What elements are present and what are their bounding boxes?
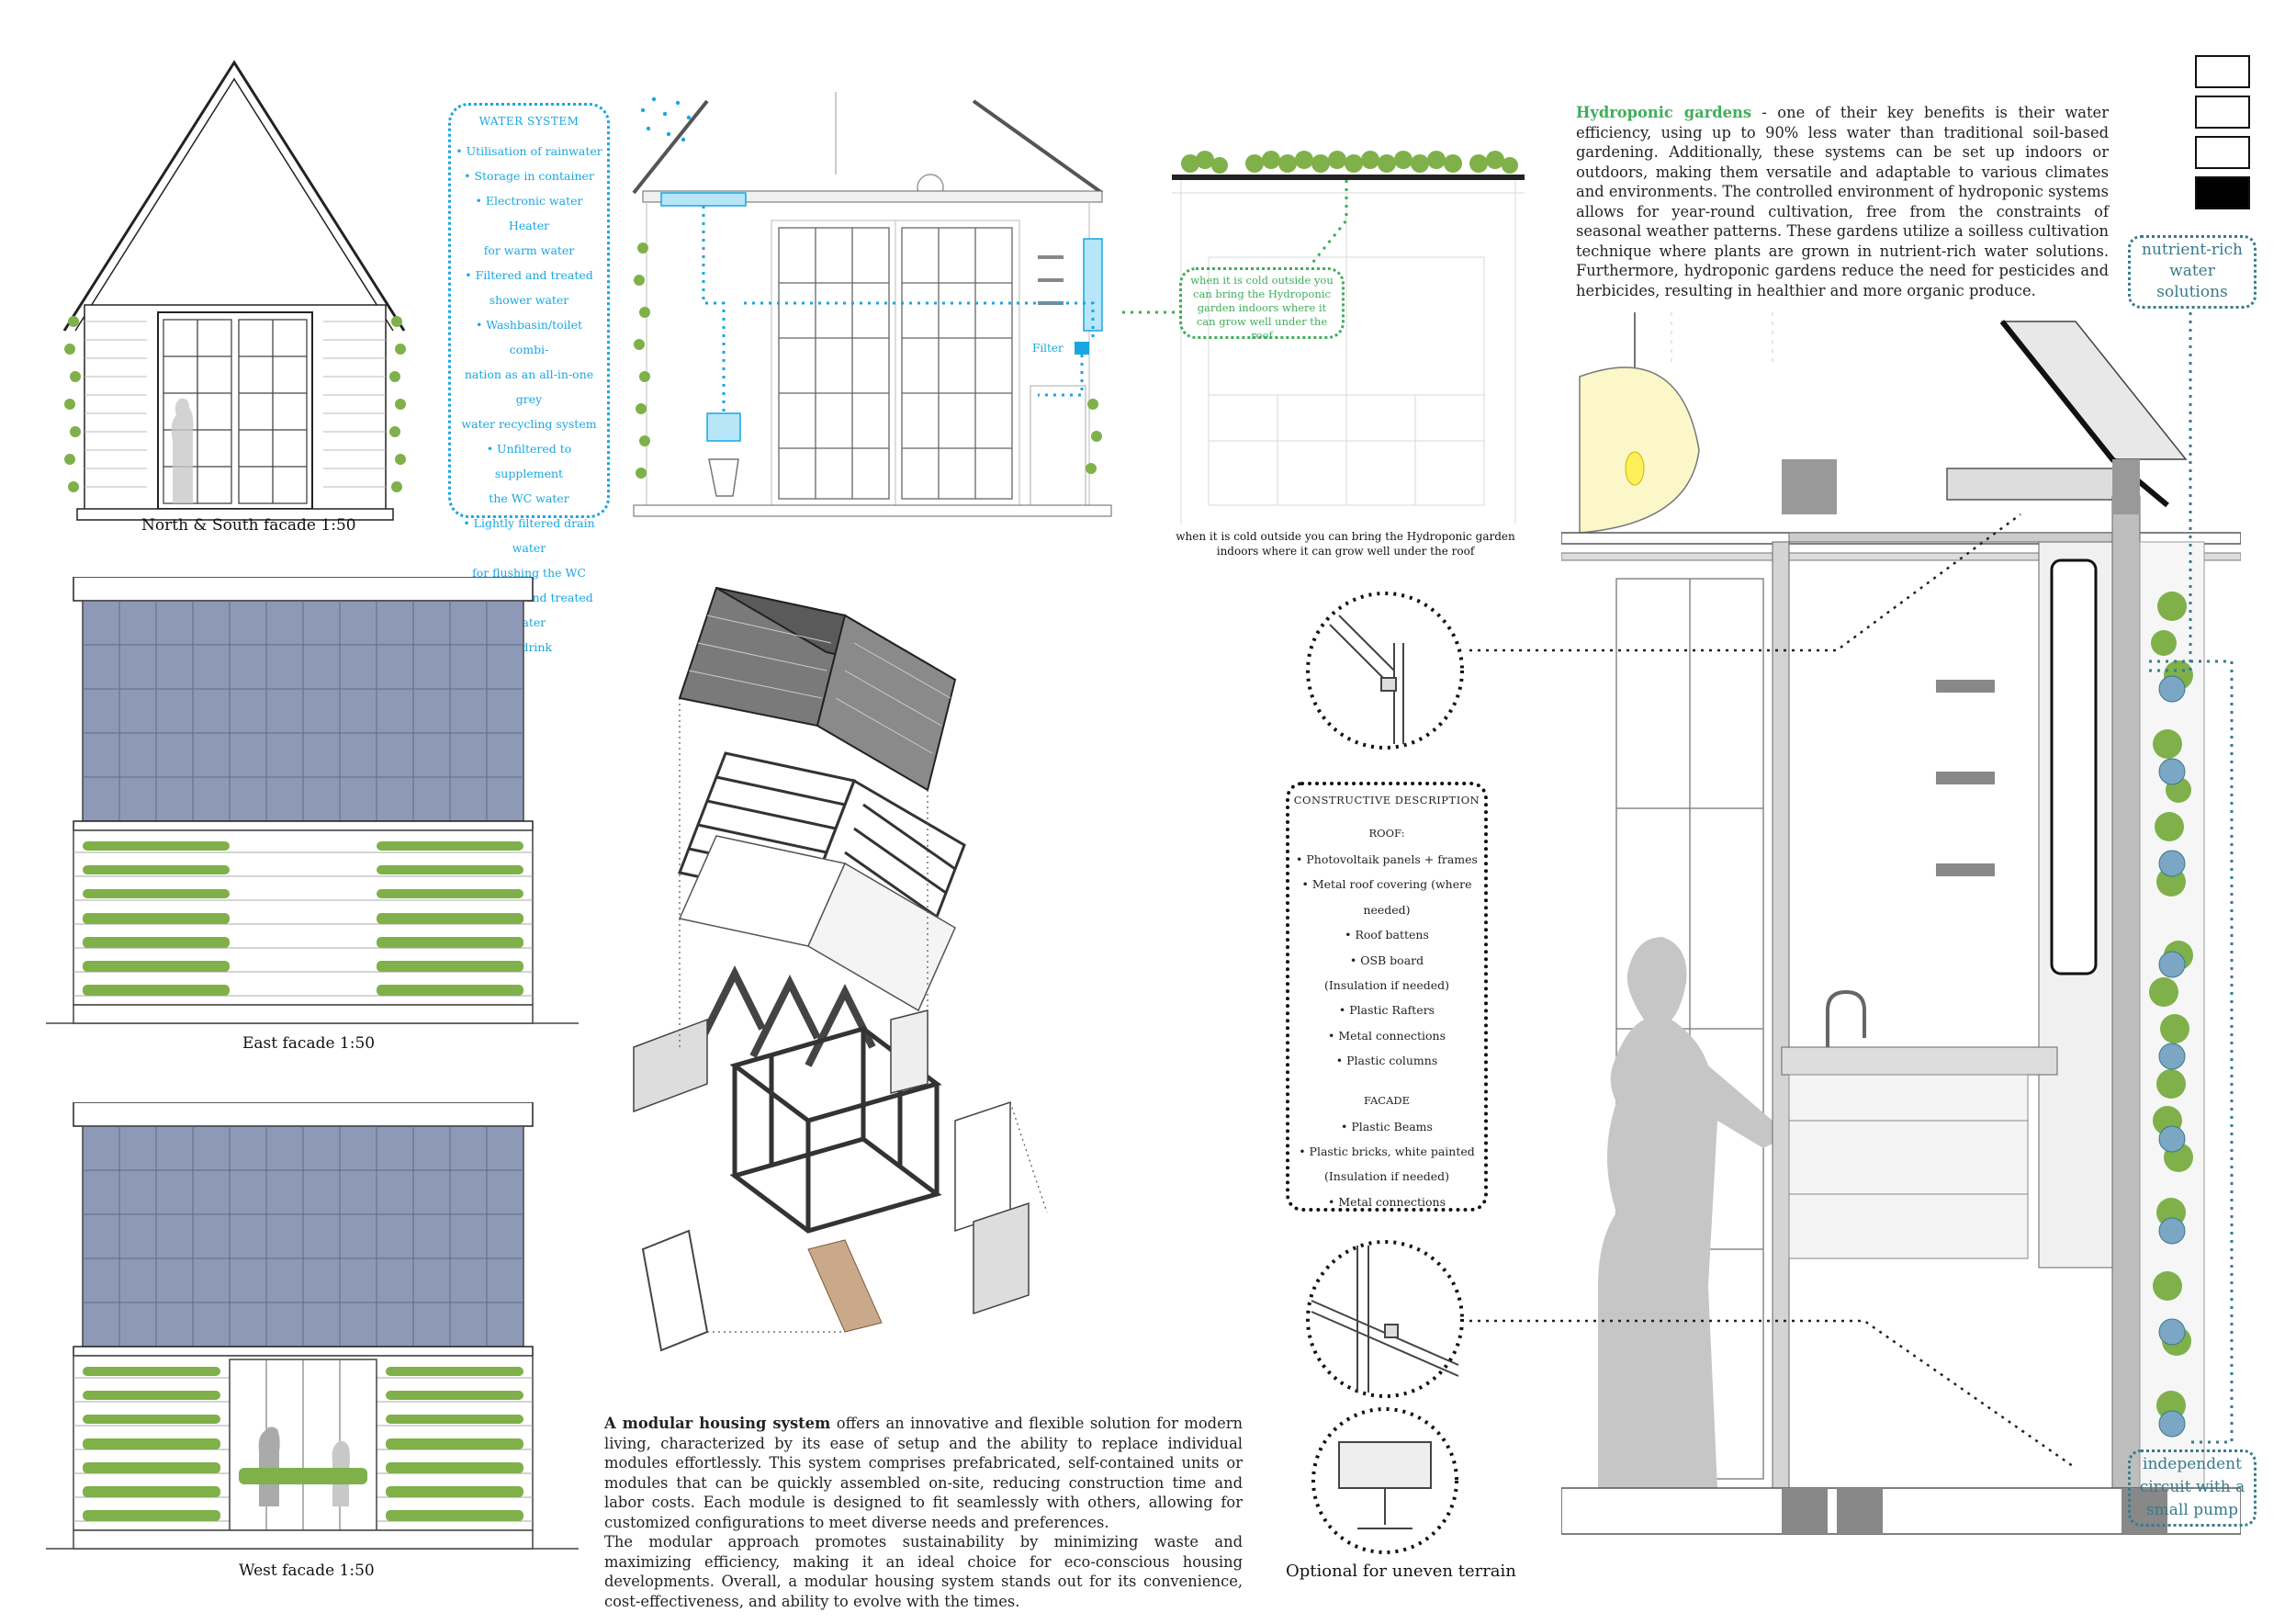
- circuit-tag-line-2: circuit with a: [2139, 1478, 2245, 1496]
- legend-square-4: [2195, 176, 2250, 209]
- independent-circuit-tag: independent circuit with a small pump: [2128, 1449, 2257, 1527]
- facade-item-1: • Plastic bricks, white painted: [1299, 1145, 1475, 1159]
- hydroponic-indoor-caption: when it is cold outside you can bring th…: [1176, 530, 1515, 558]
- facade-list: • Plastic Beams • Plastic bricks, white p…: [1289, 1114, 1484, 1215]
- tag-connector-lines: [2149, 312, 2234, 1444]
- north-south-facade-caption: North & South facade 1:50: [141, 516, 356, 535]
- interior-section-drawing: [632, 92, 1112, 517]
- roof-garden-section-drawing: [1172, 151, 1525, 524]
- nutrient-water-tag: nutrient-rich water solutions: [2128, 235, 2257, 309]
- exploded-axonometric-drawing: [633, 586, 1048, 1352]
- roof-list: • Photovoltaik panels + frames • Metal ro…: [1289, 847, 1484, 1074]
- north-south-facade-drawing: [62, 60, 406, 521]
- roof-item-1: • Metal roof covering (where needed): [1301, 877, 1472, 917]
- water-system-item-6: • Washbasin/toilet combi-: [475, 318, 583, 356]
- water-system-item-8: water recycling system: [461, 417, 597, 431]
- legend-square-3: [2195, 136, 2250, 169]
- legend-square-1: [2195, 55, 2250, 88]
- detail-connector-lines: [1469, 513, 2076, 1470]
- detail-circle-wall: [1306, 1240, 1464, 1398]
- water-system-item-3: for warm water: [483, 243, 575, 257]
- roof-item-4: (Insulation if needed): [1323, 978, 1450, 993]
- legend-square-2: [2195, 96, 2250, 129]
- west-facade-drawing: [46, 1102, 579, 1550]
- hydroponic-indoor-note: when it is cold outside you can bring th…: [1179, 267, 1345, 342]
- facade-item-0: • Plastic Beams: [1341, 1119, 1433, 1133]
- water-system-item-4: • Filtered and treated: [465, 268, 593, 282]
- modular-body-2: The modular approach promotes sustainabi…: [604, 1533, 1243, 1610]
- constructive-title: CONSTRUCTIVE DESCRIPTION: [1293, 794, 1480, 806]
- circuit-tag-line-3: small pump: [2145, 1501, 2239, 1519]
- uneven-terrain-caption: Optional for uneven terrain: [1286, 1562, 1516, 1581]
- roof-item-3: • OSB board: [1349, 953, 1424, 967]
- modular-heading: A modular housing system: [604, 1415, 831, 1432]
- hydroponic-gardens-text: Hydroponic gardens - one of their key be…: [1576, 103, 2109, 300]
- circuit-tag-line-1: independent: [2143, 1455, 2242, 1473]
- west-facade-caption: West facade 1:50: [239, 1562, 375, 1580]
- roof-item-2: • Roof battens: [1345, 928, 1429, 942]
- roof-item-5: • Plastic Rafters: [1338, 1003, 1435, 1018]
- water-system-item-9: • Unfiltered to supplement: [486, 442, 572, 480]
- filter-label: Filter: [1032, 342, 1064, 355]
- water-system-item-10: the WC water: [489, 491, 569, 505]
- water-system-item-7: nation as an all-in-one grey: [464, 367, 594, 406]
- nutrient-tag-line-1: nutrient-rich: [2142, 241, 2243, 259]
- east-facade-caption: East facade 1:50: [242, 1034, 376, 1053]
- facade-item-2: (Insulation if needed): [1323, 1169, 1450, 1184]
- water-system-item-11: • Lightly filtered drain water: [463, 516, 595, 555]
- constructive-description-box: CONSTRUCTIVE DESCRIPTION ROOF: • Photovo…: [1286, 782, 1488, 1212]
- water-system-title: WATER SYSTEM: [478, 115, 580, 128]
- detail-circle-roof: [1306, 592, 1464, 750]
- hydroponic-body: - one of their key benefits is their wat…: [1576, 104, 2109, 299]
- nutrient-tag-line-3: solutions: [2156, 283, 2228, 301]
- water-system-item-5: shower water: [489, 293, 569, 307]
- modular-body-1: offers an innovative and flexible soluti…: [604, 1415, 1243, 1531]
- water-system-item-1: • Storage in container: [464, 169, 594, 183]
- facade-heading: FACADE: [1363, 1093, 1410, 1107]
- water-system-item-0: • Utilisation of rainwater: [456, 144, 602, 158]
- roof-item-0: • Photovoltaik panels + frames: [1296, 852, 1478, 866]
- hydroponic-heading: Hydroponic gardens: [1576, 104, 1751, 121]
- water-system-item-2: • Electronic water Heater: [475, 194, 583, 232]
- detail-circle-foundation: [1311, 1407, 1458, 1554]
- water-note-connector: [1122, 310, 1181, 314]
- facade-item-3: • Metal connections: [1327, 1194, 1446, 1209]
- nutrient-tag-line-2: water: [2169, 262, 2215, 280]
- roof-item-7: • Plastic columns: [1335, 1054, 1438, 1068]
- modular-housing-text: A modular housing system offers an innov…: [604, 1414, 1243, 1611]
- roof-heading: ROOF:: [1368, 827, 1405, 840]
- large-detail-section-drawing: [1561, 312, 2241, 1535]
- roof-item-6: • Metal connections: [1327, 1028, 1446, 1043]
- water-system-box: WATER SYSTEM • Utilisation of rainwater •…: [448, 103, 610, 654]
- east-facade-drawing: [46, 577, 579, 1024]
